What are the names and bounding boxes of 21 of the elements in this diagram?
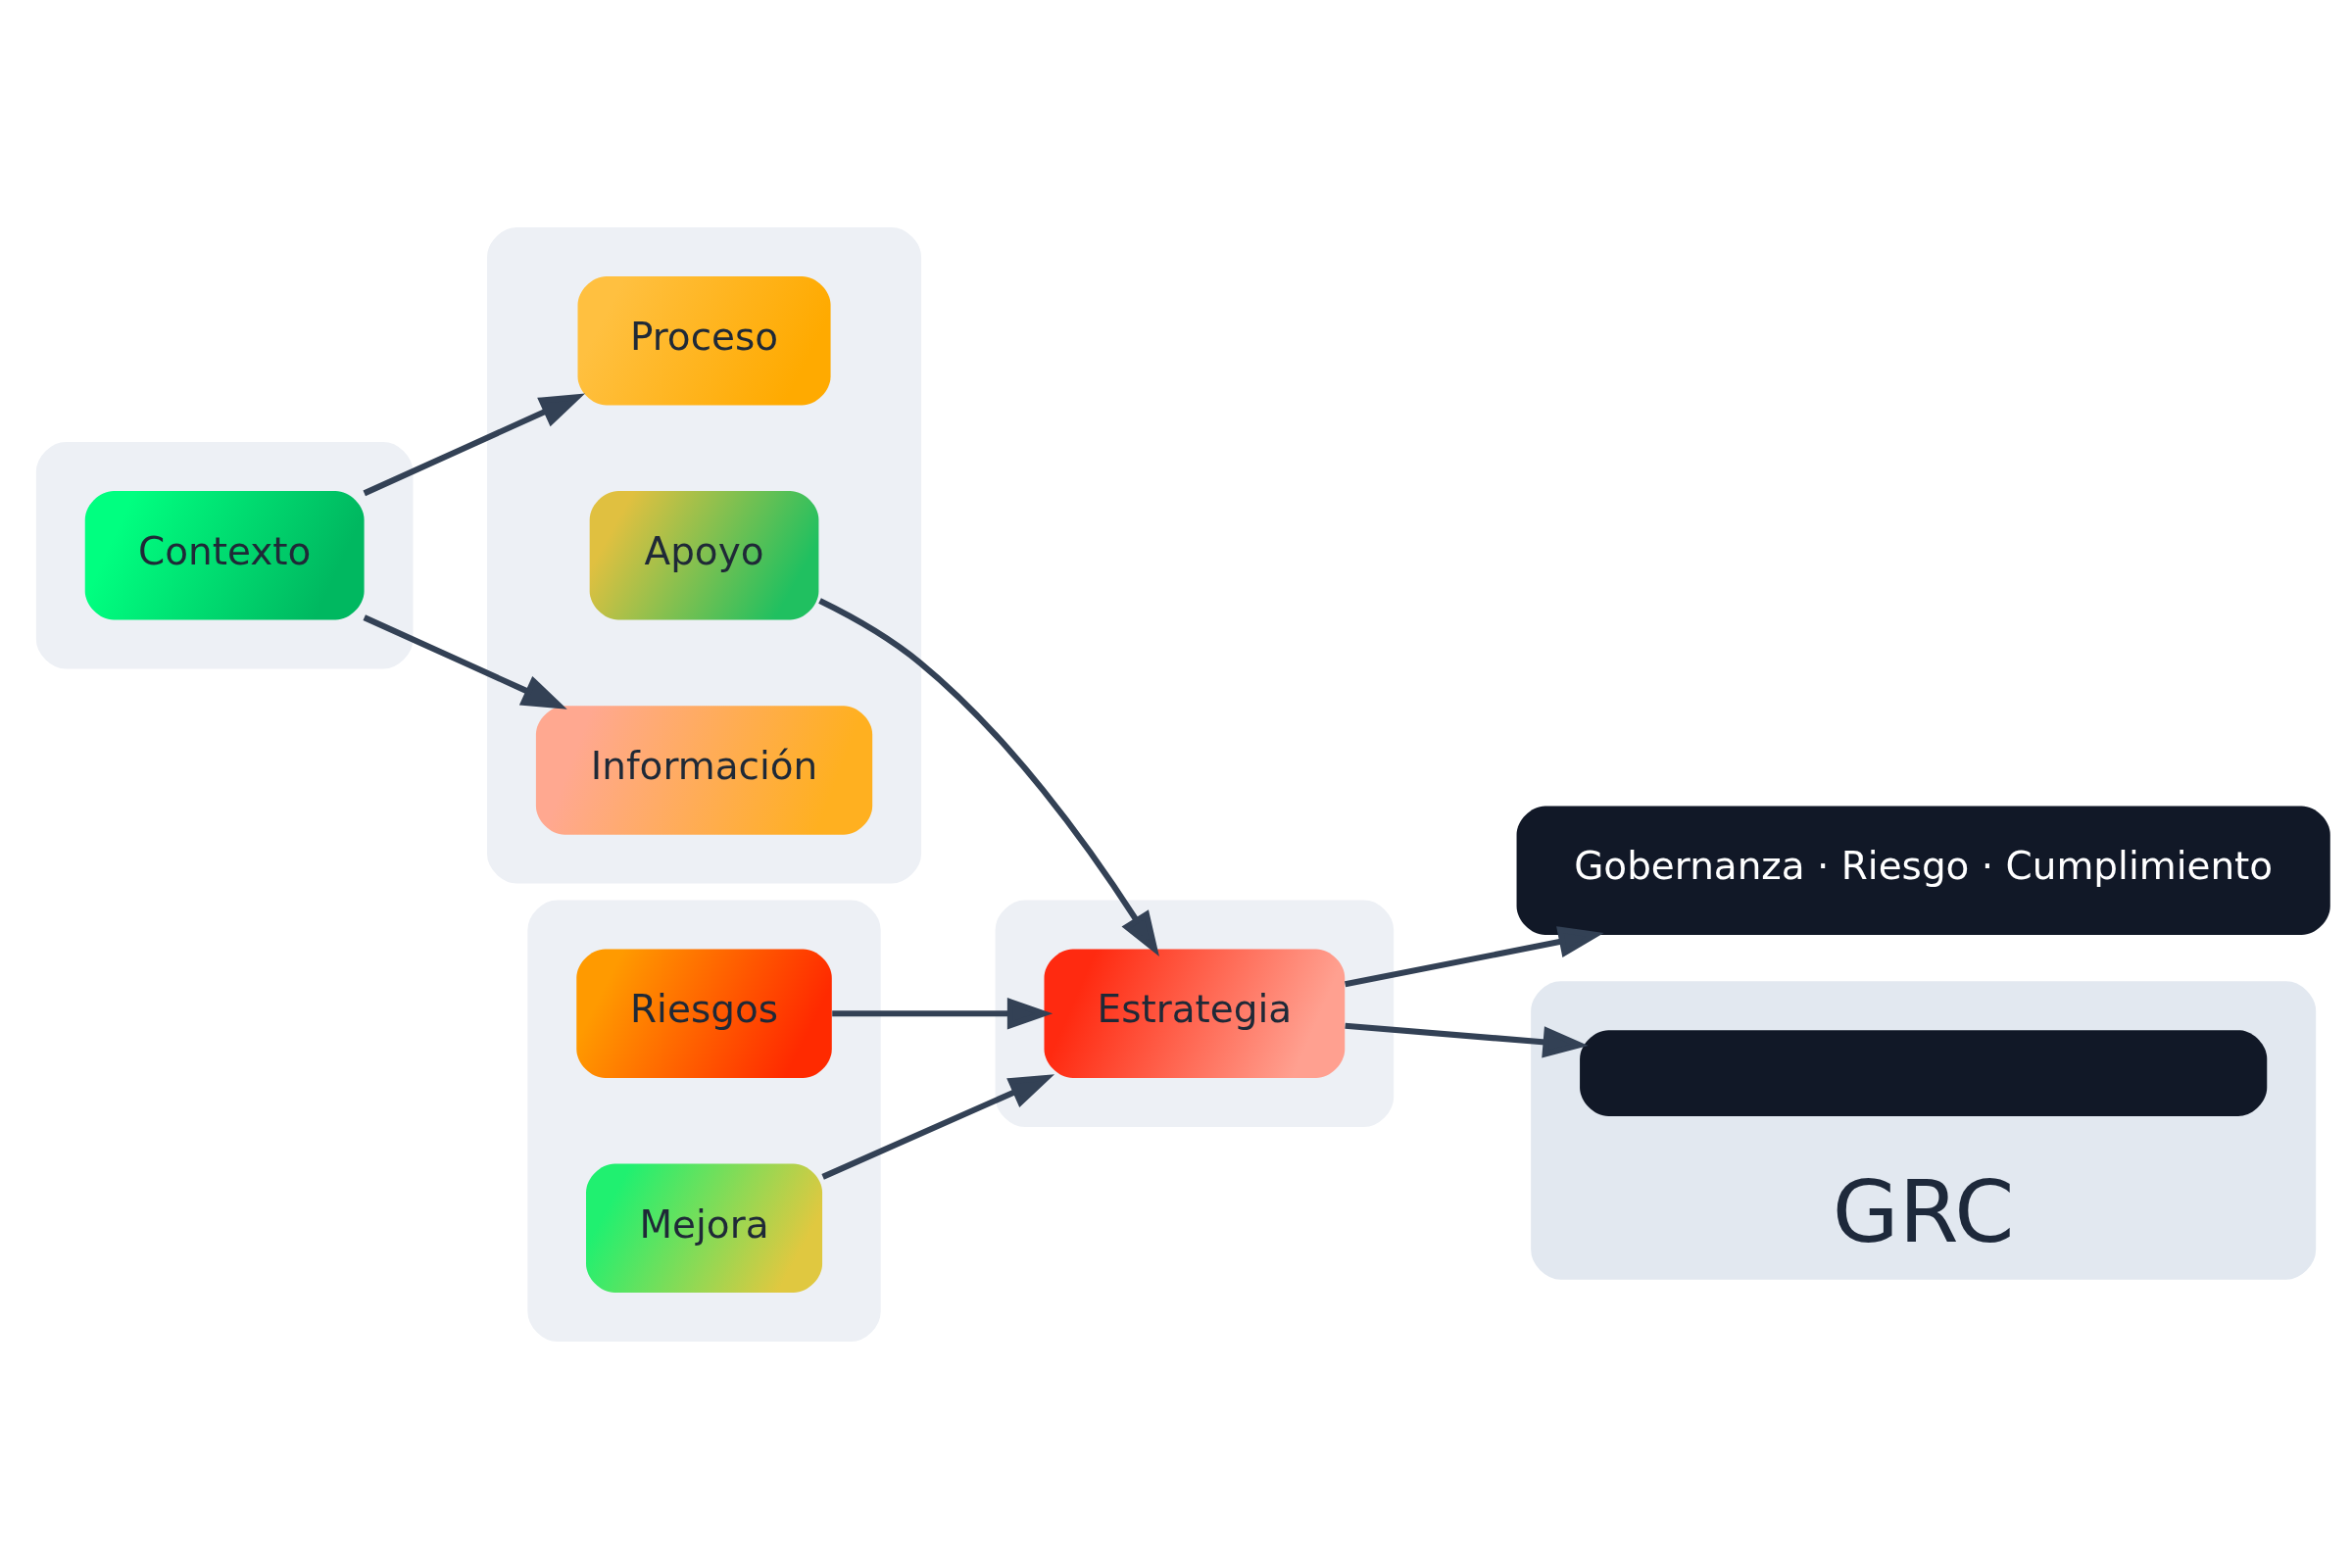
arrow bbox=[363, 613, 567, 710]
arrow bbox=[832, 997, 1054, 1029]
arrow bbox=[1345, 925, 1604, 987]
node-box: Riesgos bbox=[576, 949, 832, 1078]
arrow bbox=[363, 393, 586, 496]
node-box: Estrategia bbox=[1044, 949, 1346, 1078]
arrow bbox=[1345, 1022, 1589, 1057]
cluster bbox=[995, 900, 1395, 1127]
arrow bbox=[821, 1073, 1055, 1180]
node-box: Mejora bbox=[586, 1163, 823, 1293]
cluster bbox=[527, 900, 881, 1342]
node-box: Proceso bbox=[577, 275, 831, 405]
arrow bbox=[818, 597, 1159, 956]
node-box: Apoyo bbox=[589, 490, 819, 619]
node-box: Gobernanza · Riesgo · Cumplimiento bbox=[1516, 805, 2330, 935]
cluster bbox=[35, 441, 414, 668]
node-box: Información bbox=[535, 705, 873, 835]
node-box: Contexto bbox=[84, 490, 365, 619]
cluster: GRC bbox=[1531, 980, 2317, 1280]
node-box bbox=[1580, 1029, 2268, 1116]
cluster bbox=[487, 226, 922, 884]
